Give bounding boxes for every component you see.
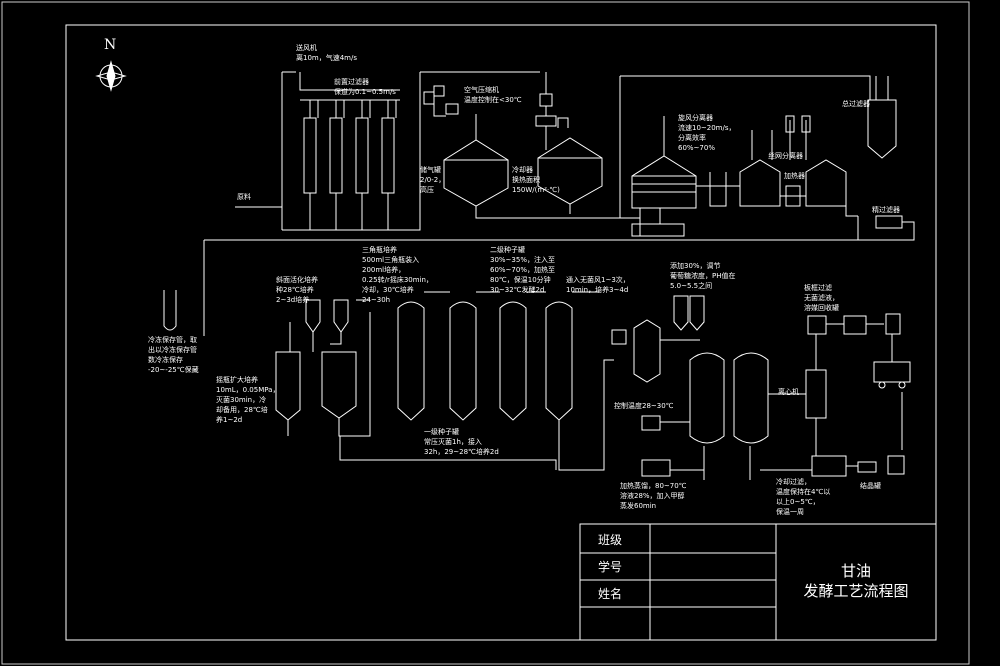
- compass-icon: [95, 60, 127, 92]
- class-label: 班级: [598, 533, 623, 547]
- drawing-title-line1: 甘油: [840, 562, 871, 580]
- centrifuge-label: 离心机: [778, 388, 799, 396]
- seed-tank-label-1: 摇瓶扩大培养: [216, 376, 258, 384]
- add-material-label-3: 5.0~5.5之间: [670, 282, 713, 290]
- title-block: [579, 523, 937, 641]
- blower-label: 送风机: [296, 44, 317, 52]
- cyclone-spec3-label: 60%~70%: [678, 144, 715, 152]
- slant-label-1: 斜面活化培养: [276, 276, 318, 284]
- air-compressor: [423, 85, 459, 117]
- evaporate-label-1: 加热蒸馏，80~70℃: [620, 482, 687, 490]
- main-filter-label: 总过滤器: [842, 100, 870, 108]
- raw-material-label: 原料: [237, 193, 251, 201]
- shake-flask-label-3: 200ml培养，: [362, 266, 406, 274]
- drawing-border: [65, 24, 937, 641]
- refine-label-1: 冷却过滤，: [776, 478, 811, 486]
- prefilter-bank: [303, 100, 397, 230]
- refine-label-2: 温度保持在4℃以: [776, 488, 831, 496]
- cyclone-label: 旋风分离器: [678, 114, 713, 122]
- seed-tank-label-3: 灭菌30min，冷: [216, 396, 267, 404]
- wire-mesh-label: 丝网分离器: [768, 152, 803, 160]
- branch-filter-label: 精过滤器: [872, 206, 900, 214]
- control-temp-label: 控制温度28~30℃: [614, 402, 674, 410]
- filter-group-label: 前置过滤器: [334, 78, 369, 86]
- student-id-label: 学号: [598, 560, 623, 574]
- final-filter-tank: [204, 76, 915, 241]
- slant-culture-tubes: [289, 299, 349, 352]
- plate-filter-label-2: 无菌滤液，: [804, 294, 839, 302]
- sec-seed-label-4: 80℃，保温10分钟: [490, 276, 551, 284]
- storage-tank-spec1-label: 2/0-2，: [420, 176, 446, 184]
- cyclone-separator: [619, 75, 871, 237]
- shake-flask-label-2: 500ml三角瓶装入: [362, 256, 420, 264]
- slant-label-3: 2~3d培养: [276, 296, 310, 304]
- evaporate-label-2: 溶液28%，加入甲醇: [620, 492, 685, 500]
- cryo-label-1: 冷冻保存管，取: [148, 336, 197, 344]
- add-material-label-2: 葡萄糖浓度，PH值在: [670, 272, 736, 280]
- refine-label-4: 保温一周: [776, 508, 804, 516]
- north-label: N: [104, 37, 117, 53]
- sec-seed-label-2: 30%~35%，注入至: [490, 256, 555, 264]
- seed-tank-series: [397, 291, 614, 471]
- ferment-air-label-1: 通入无菌风1~3次，: [566, 276, 630, 284]
- heater-label: 加热器: [784, 172, 805, 180]
- crystal-label: 结晶罐: [860, 482, 881, 490]
- prim-seed-label-2: 常压灭菌1h，接入: [424, 438, 482, 446]
- shake-flask-label-6: 24~30h: [362, 296, 391, 304]
- plate-filter-label-1: 板框过滤: [804, 284, 832, 292]
- cooler-tank: [535, 72, 603, 214]
- filter-group-spec-label: 保道为0.1~0.5m/s: [334, 88, 396, 96]
- storage-tank-spec2-label: 高压: [420, 186, 434, 194]
- downstream-equipment: [760, 313, 911, 477]
- blower-spec-label: 离10m，气速4m/s: [296, 54, 358, 62]
- cyclone-spec1-label: 流速10~20m/s，: [678, 124, 736, 132]
- cooler-spec1-label: 换热面积: [512, 176, 540, 184]
- cyclone-spec2-label: 分离效率: [678, 134, 706, 142]
- storage-tank: [443, 114, 640, 219]
- sec-seed-label-1: 二级种子罐: [490, 246, 525, 254]
- outer-frame: [1, 1, 970, 665]
- air-temp-label: 温度控制在<30℃: [464, 96, 522, 104]
- seed-flasks: [275, 299, 557, 470]
- air-compressor-label: 空气压缩机: [464, 86, 499, 94]
- drawing-title-line2: 发酵工艺流程图: [803, 582, 909, 600]
- seed-tank-label-2: 10mL，0.05MPa，: [216, 386, 280, 394]
- refine-label-3: 以上0~5℃，: [776, 498, 820, 506]
- cryo-label-3: 数冷冻保存: [148, 356, 183, 364]
- slant-label-2: 种28℃培养: [276, 286, 314, 294]
- cooler-spec2-label: 150W/(m²·℃): [512, 186, 560, 194]
- add-material-label-1: 添加30%，调节: [670, 262, 721, 270]
- shake-flask-label-1: 三角瓶培养: [362, 246, 397, 254]
- air-intake-lines: [235, 71, 540, 231]
- prim-seed-label-3: 32h，29~28℃培养2d: [424, 448, 499, 456]
- wire-mesh-separator: [696, 115, 858, 217]
- shake-flask-label-5: 冷却，30℃培养: [362, 286, 414, 294]
- fermenter-area: [611, 295, 769, 480]
- ferment-air-label-2: 10min，培养3~4d: [566, 286, 629, 294]
- plate-filter-label-3: 溶媒回收罐: [804, 304, 839, 312]
- sec-seed-label-5: 30~32℃发酵2d: [490, 286, 545, 294]
- prim-seed-label-1: 一级种子罐: [424, 428, 459, 436]
- evaporate-label-3: 蒸发60min: [620, 502, 657, 510]
- seed-tank-label-4: 却备用，28℃培: [216, 406, 268, 414]
- cryo-label-4: -20~-25℃保藏: [148, 366, 199, 374]
- name-label: 姓名: [598, 587, 623, 601]
- cryo-tube-icon: [163, 240, 205, 336]
- shake-flask-label-4: 0.25转/r摇床30min，: [362, 276, 433, 284]
- storage-tank-label: 储气罐: [420, 166, 441, 174]
- cryo-label-2: 出以冷冻保存管: [148, 346, 197, 354]
- cooler-label: 冷却器: [512, 166, 533, 174]
- sec-seed-label-3: 60%~70%，加热至: [490, 266, 555, 274]
- seed-tank-label-5: 养1~2d: [216, 416, 243, 424]
